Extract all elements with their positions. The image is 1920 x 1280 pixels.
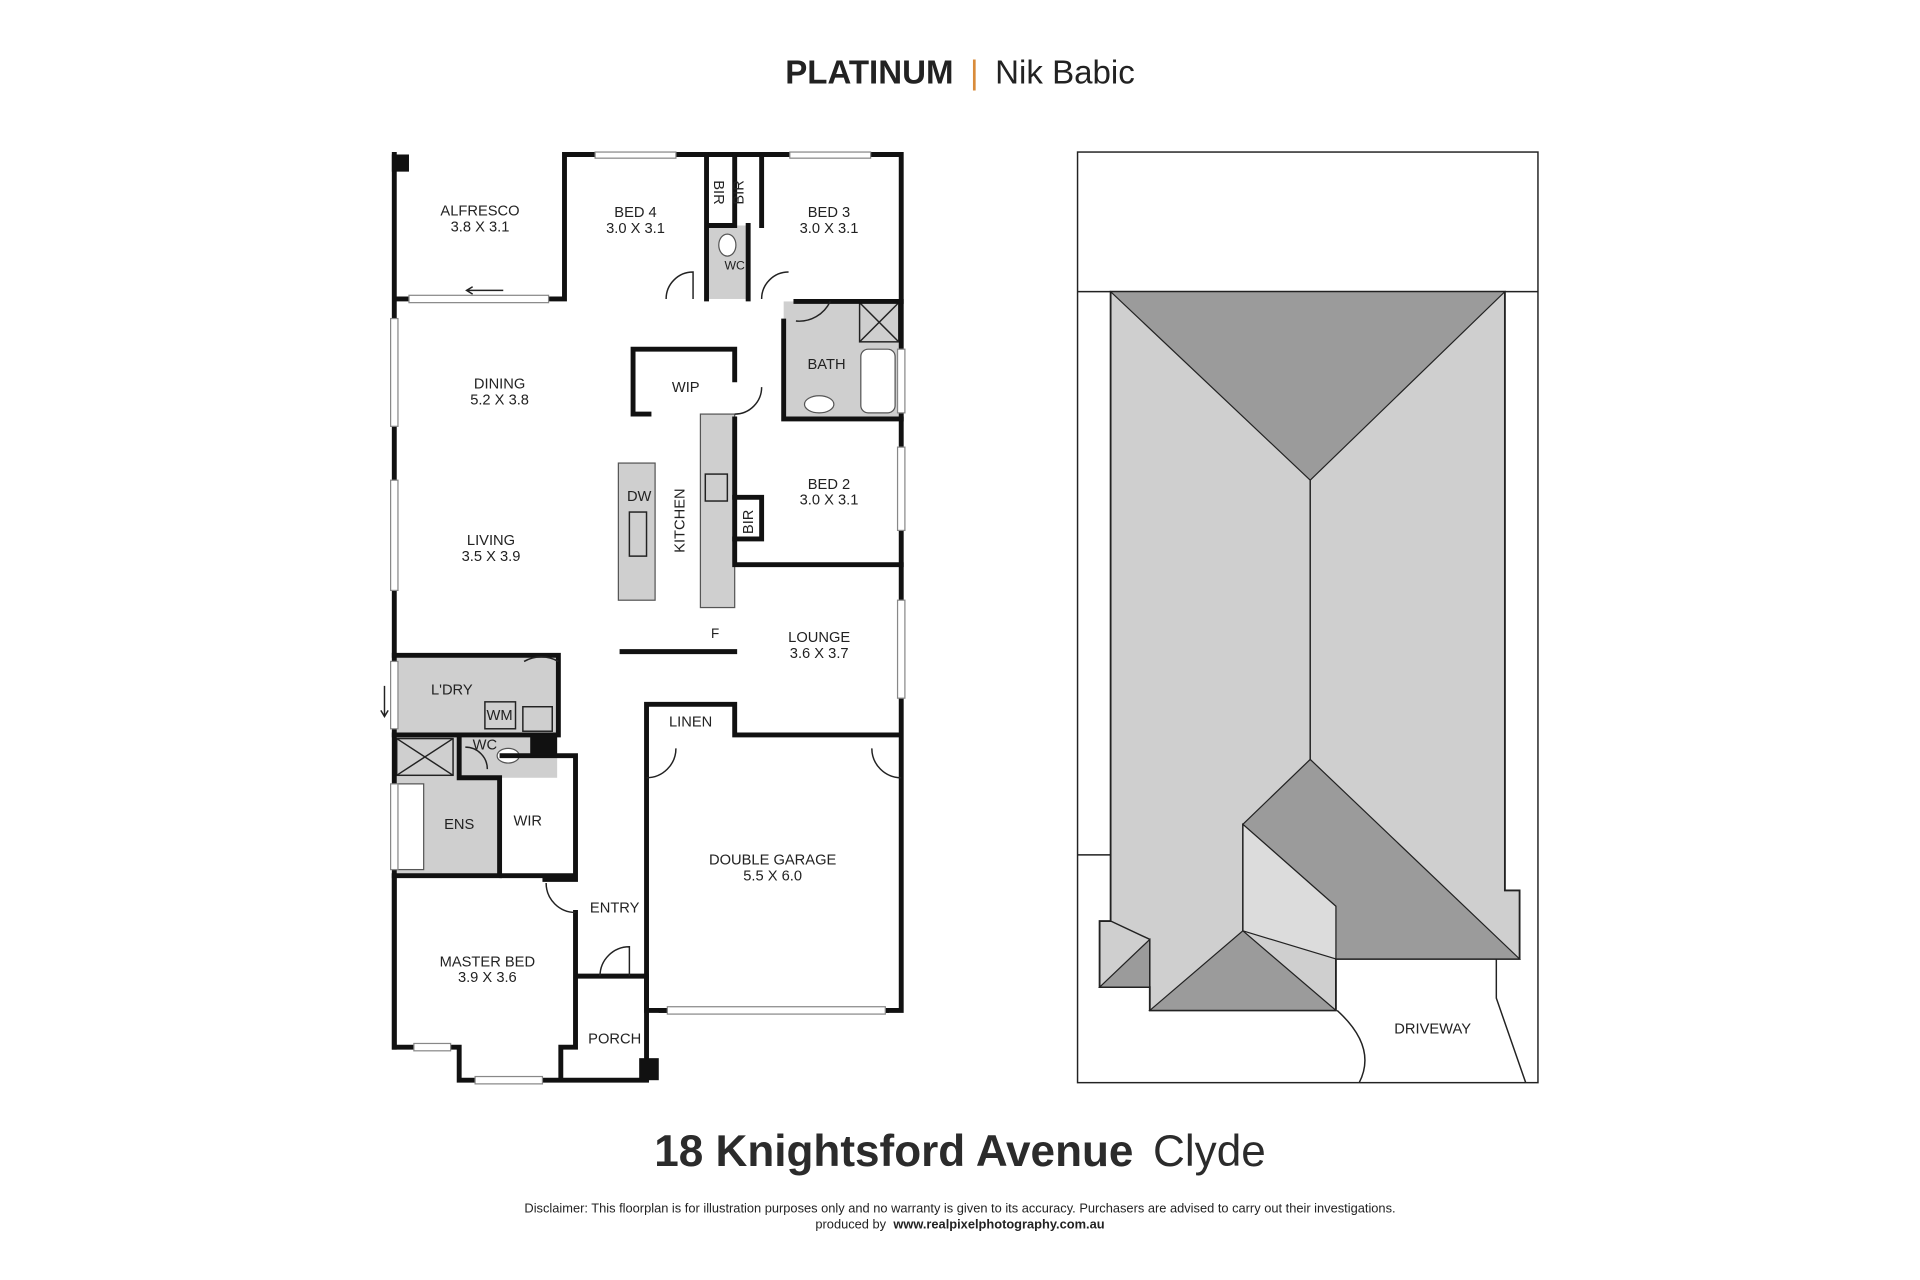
slide-arrow-icon <box>380 286 504 718</box>
roof-front-dark <box>1148 930 1338 1012</box>
room-size-master: 3.9 X 3.6 <box>458 970 517 986</box>
room-name-master: MASTER BED <box>440 954 535 970</box>
bathtub-icon <box>860 348 896 414</box>
credit-line: produced by www.realpixelphotography.com… <box>815 1216 1104 1231</box>
ens-vanity <box>396 783 425 871</box>
room-name-linen: LINEN <box>669 714 712 730</box>
driveway-edges <box>1336 958 1527 1083</box>
room-size-garage: 5.5 X 6.0 <box>743 869 802 885</box>
room-name-bed2: BED 2 <box>808 477 850 493</box>
driveway-label: DRIVEWAY <box>1394 1022 1471 1038</box>
room-name-alfresco: ALFRESCO <box>440 204 519 220</box>
room-name-bir-bed3: BIR <box>731 180 747 204</box>
washing-machine-label: WM <box>487 708 513 724</box>
tub-icon <box>522 706 553 732</box>
roof-hip-top <box>1109 291 1507 482</box>
credit-prefix: produced by <box>815 1216 886 1231</box>
room-name-bath: BATH <box>807 357 845 373</box>
room-name-entry: ENTRY <box>590 900 640 916</box>
washing-machine-icon <box>484 701 517 730</box>
room-name-kitchen: KITCHEN <box>672 488 688 552</box>
credit-website[interactable]: www.realpixelphotography.com.au <box>892 1216 1104 1231</box>
room-name-porch: PORCH <box>588 1031 641 1047</box>
room-name-wip: WIP <box>672 380 700 396</box>
site-plan: DRIVEWAY <box>1076 151 1539 1084</box>
room-name-living: LIVING <box>467 533 515 549</box>
basin-icon <box>803 395 835 414</box>
kitchen-island <box>617 462 656 601</box>
room-name-bed4: BED 4 <box>614 205 656 221</box>
room-name-lounge: LOUNGE <box>788 630 850 646</box>
room-size-dining: 5.2 X 3.8 <box>470 392 529 408</box>
sink-icon <box>628 511 648 557</box>
room-name-dining: DINING <box>474 376 525 392</box>
room-name-ens-wc: WC <box>473 738 498 754</box>
dishwasher-label: DW <box>627 489 652 505</box>
room-name-wir: WIR <box>513 814 542 830</box>
floor-plan: ALFRESCO 3.8 X 3.1 BED 4 3.0 X 3.1 BED 3… <box>380 151 906 1085</box>
room-size-lounge: 3.6 X 3.7 <box>790 646 849 662</box>
room-name-wc: WC <box>724 259 745 273</box>
kitchen-bench <box>699 413 736 609</box>
room-name-garage: DOUBLE GARAGE <box>709 853 837 869</box>
room-size-bed3: 3.0 X 3.1 <box>800 221 859 237</box>
room-name-ens: ENS <box>444 817 474 833</box>
agent-name: Nik Babic <box>995 54 1135 91</box>
room-size-bed2: 3.0 X 3.1 <box>800 493 859 509</box>
room-size-bed4: 3.0 X 3.1 <box>606 221 665 237</box>
room-size-living: 3.5 X 3.9 <box>462 549 521 565</box>
room-name-bed3: BED 3 <box>808 205 850 221</box>
suburb: Clyde <box>1153 1127 1266 1176</box>
brand-name: PLATINUM <box>785 54 953 91</box>
room-size-alfresco: 3.8 X 3.1 <box>451 220 510 236</box>
room-name-bir-bed2: BIR <box>741 510 757 534</box>
room-name-bir-bed4: BIR <box>710 180 726 204</box>
fridge-label: F <box>711 626 719 641</box>
disclaimer: Disclaimer: This floorplan is for illust… <box>524 1200 1395 1215</box>
street-address: 18 Knightsford Avenue <box>654 1127 1133 1176</box>
laundry-area <box>394 655 559 735</box>
header-separator: | <box>970 54 979 91</box>
toilet-icon <box>718 233 737 257</box>
cooktop-icon <box>704 473 729 502</box>
property-address: 18 Knightsford Avenue Clyde <box>654 1127 1266 1176</box>
room-name-laundry: L'DRY <box>431 682 473 698</box>
header-title: PLATINUM | Nik Babic <box>785 54 1135 91</box>
